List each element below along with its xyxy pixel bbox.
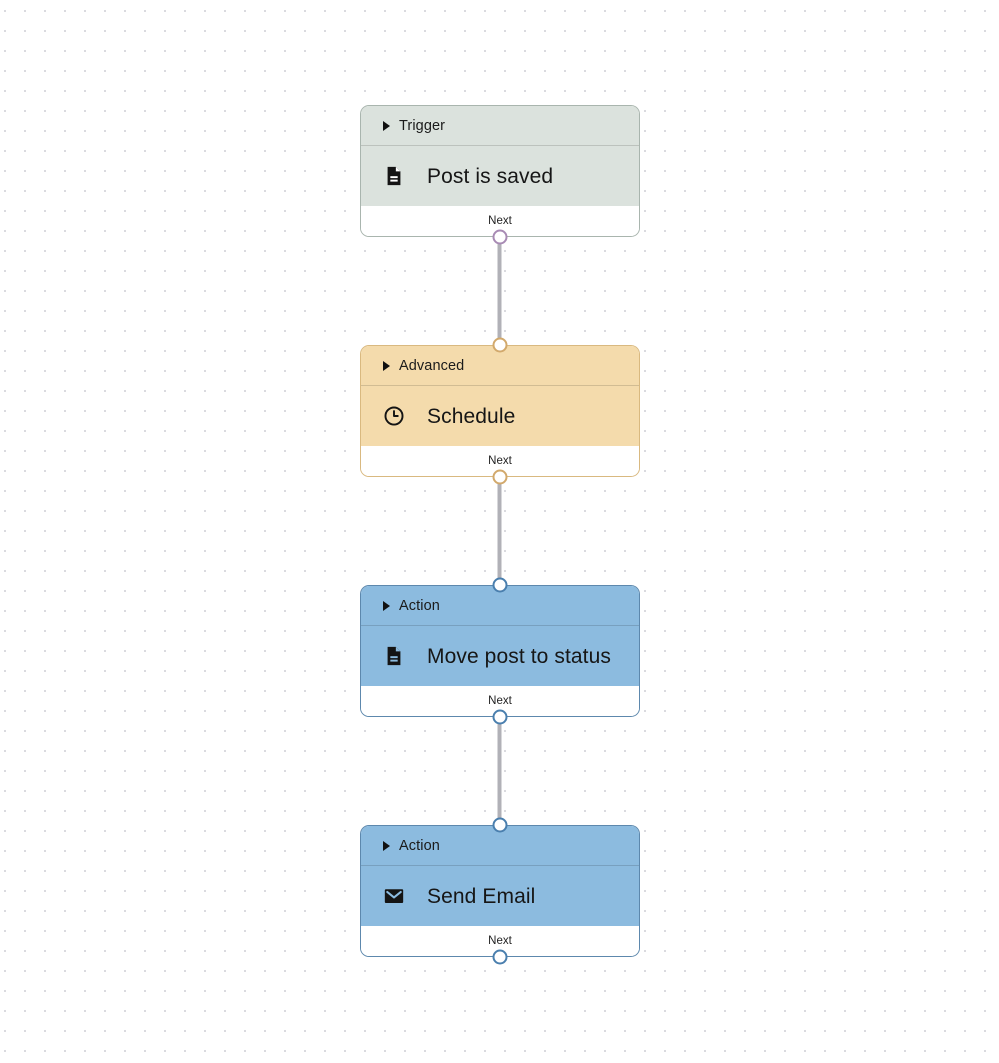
handle-target-in[interactable] <box>492 817 508 833</box>
node-header-label: Advanced <box>399 357 465 374</box>
node-footer-label: Next <box>488 935 512 947</box>
node-action-send-email[interactable]: Action Send Email Next <box>360 817 640 965</box>
node-header-action[interactable]: Action <box>361 826 639 866</box>
node-action-move-post-to-status[interactable]: Action Move post to status Next <box>360 577 640 725</box>
handle-source-next[interactable] <box>492 709 508 725</box>
node-advanced-schedule[interactable]: Advanced Schedule Next <box>360 337 640 485</box>
node-footer-label: Next <box>488 695 512 707</box>
node-footer-label: Next <box>488 215 512 227</box>
node-frame: Action Send Email Next <box>360 825 640 957</box>
node-body: Move post to status <box>361 626 639 686</box>
clock-icon <box>384 406 404 426</box>
node-frame: Advanced Schedule Next <box>360 345 640 477</box>
node-frame: Action Move post to status Next <box>360 585 640 717</box>
handle-target-in[interactable] <box>492 577 508 593</box>
handle-target-in[interactable] <box>492 337 508 353</box>
node-title: Send Email <box>427 884 536 908</box>
caret-right-icon[interactable] <box>383 600 390 611</box>
node-header-action[interactable]: Action <box>361 586 639 626</box>
node-title: Move post to status <box>427 644 611 668</box>
node-header-trigger[interactable]: Trigger <box>361 106 639 146</box>
handle-source-next[interactable] <box>492 469 508 485</box>
node-title: Post is saved <box>427 164 554 188</box>
node-header-advanced[interactable]: Advanced <box>361 346 639 386</box>
handle-source-next[interactable] <box>492 949 508 965</box>
caret-right-icon[interactable] <box>383 120 390 131</box>
node-header-label: Action <box>399 837 440 854</box>
node-body: Schedule <box>361 386 639 446</box>
node-trigger-post-is-saved[interactable]: Trigger Post is saved Next <box>360 105 640 245</box>
node-title: Schedule <box>427 404 516 428</box>
document-icon <box>387 646 401 666</box>
node-header-label: Trigger <box>399 117 446 134</box>
node-frame: Trigger Post is saved Next <box>360 105 640 237</box>
node-header-label: Action <box>399 597 440 614</box>
node-body: Post is saved <box>361 146 639 206</box>
caret-right-icon[interactable] <box>383 840 390 851</box>
envelope-icon <box>384 889 404 903</box>
document-icon <box>387 166 401 186</box>
node-footer-label: Next <box>488 455 512 467</box>
handle-source-next[interactable] <box>492 229 508 245</box>
caret-right-icon[interactable] <box>383 360 390 371</box>
node-body: Send Email <box>361 866 639 926</box>
